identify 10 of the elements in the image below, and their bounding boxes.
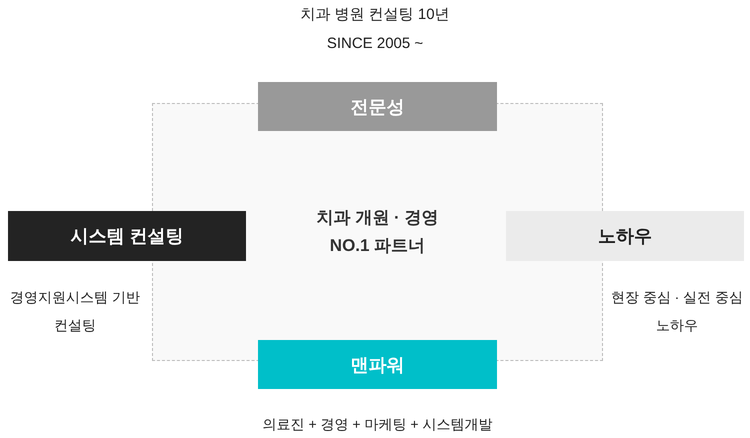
category-banner: 노하우 <box>506 211 744 261</box>
tagline-text: 치과 개원 · 경영 NO.1 파트너 <box>316 207 440 257</box>
subheading-text: SINCE 2005 ~ <box>326 34 424 54</box>
description-text: 현장 중심 · 실전 중심 노하우 <box>610 288 744 335</box>
category-banner: 전문성 <box>258 82 497 131</box>
heading-text: 치과 병원 컨설팅 10년 <box>299 5 451 25</box>
category-banner: 시스템 컨설팅 <box>8 211 246 261</box>
category-banner: 맨파워 <box>258 340 497 389</box>
description-text: 경영지원시스템 기반 컨설팅 <box>9 288 141 335</box>
description-text: 의료진 + 경영 + 마케팅 + 시스템개발 <box>262 415 494 434</box>
